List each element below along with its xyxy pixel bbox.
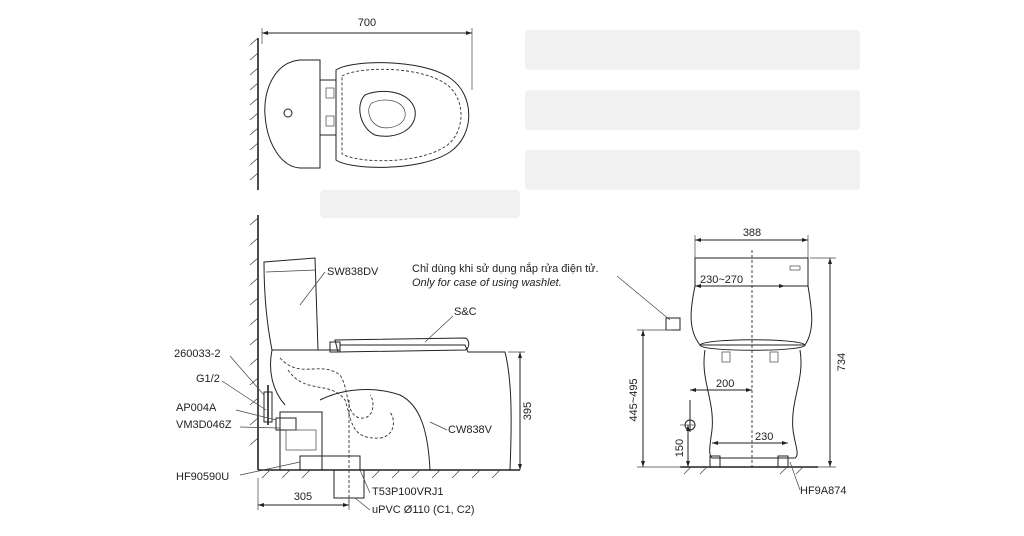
washlet-note: Chỉ dùng khi sử dụng nắp rửa điện tử. On… xyxy=(412,262,681,331)
tank-model-label: SW838DV xyxy=(327,266,379,278)
thread-part-label: G1/2 xyxy=(196,373,220,385)
note-english: Only for case of using washlet. xyxy=(412,277,562,289)
front-total-height-dim: 734 xyxy=(836,353,848,371)
top-width-dim: 700 xyxy=(358,17,376,29)
foot-part-label: HF9A874 xyxy=(800,485,846,497)
side-height-dim: 395 xyxy=(522,402,534,420)
front-dim-200: 200 xyxy=(716,378,734,390)
side-view: 395 305 SW838DV S&C CW838V 260033-2 G1/2… xyxy=(174,215,534,516)
flush-button-icon xyxy=(283,108,293,118)
watermark xyxy=(320,30,860,218)
seat-model-label: S&C xyxy=(454,306,477,318)
upvc-part-label: uPVC Ø110 (C1, C2) xyxy=(372,504,475,516)
side-offset-dim: 305 xyxy=(294,491,312,503)
hf-part-label: HF90590U xyxy=(176,471,229,483)
front-supply-height-dim: 445~495 xyxy=(628,378,640,421)
t53-part-label: T53P100VRJ1 xyxy=(372,486,444,498)
front-dim-150: 150 xyxy=(674,439,686,457)
valve-part-label: 260033-2 xyxy=(174,348,221,360)
top-view: 700 xyxy=(249,17,473,190)
vm-part-label: VM3D046Z xyxy=(176,419,232,431)
front-view: 388 230~270 200 230 xyxy=(628,227,848,497)
note-vietnamese: Chỉ dùng khi sử dụng nắp rửa điện tử. xyxy=(412,262,599,275)
bowl-model-label: CW838V xyxy=(448,424,493,436)
outlet-icon xyxy=(665,317,681,331)
ap-part-label: AP004A xyxy=(176,402,217,414)
front-dim-230: 230 xyxy=(755,431,773,443)
front-width-dim: 388 xyxy=(743,227,761,239)
front-range-dim: 230~270 xyxy=(700,274,743,286)
